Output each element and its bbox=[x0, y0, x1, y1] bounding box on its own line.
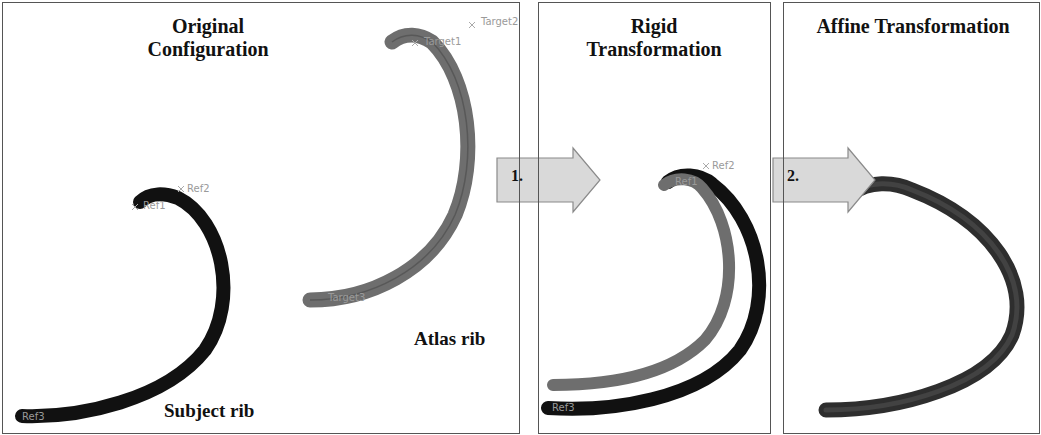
subject-rib bbox=[548, 175, 759, 408]
block-arrow bbox=[497, 148, 600, 212]
panel-title: Rigid Transformation bbox=[579, 15, 729, 61]
landmark-label: Target1 bbox=[424, 36, 461, 47]
registered-rib-shade bbox=[826, 184, 1017, 410]
panel-box: Original Configuration bbox=[2, 2, 520, 434]
rib-name: Atlas rib bbox=[414, 328, 485, 350]
panel-box: Affine Transformation bbox=[783, 2, 1040, 434]
registered-rib bbox=[826, 184, 1017, 410]
panel-box: Rigid Transformation bbox=[538, 2, 771, 434]
landmark-label: Target2 bbox=[481, 16, 518, 27]
step-number: 1. bbox=[511, 167, 523, 185]
landmark-label: Ref3 bbox=[552, 402, 575, 413]
landmark-label: Ref2 bbox=[187, 183, 210, 194]
panel-title: Original Configuration bbox=[133, 15, 283, 61]
atlas-rib-edge bbox=[310, 35, 468, 300]
landmark-label: Ref1 bbox=[143, 200, 166, 211]
landmark-label: Ref1 bbox=[675, 176, 698, 187]
rib-name: Subject rib bbox=[164, 400, 254, 422]
panel-title: Affine Transformation bbox=[788, 15, 1038, 38]
atlas-rib bbox=[553, 179, 729, 385]
block-arrow bbox=[773, 148, 875, 212]
landmark-label: Ref3 bbox=[22, 411, 45, 422]
step-number: 2. bbox=[787, 167, 799, 185]
atlas-rib bbox=[310, 35, 468, 300]
landmark-label: Ref2 bbox=[712, 160, 735, 171]
subject-rib bbox=[22, 194, 223, 416]
landmark-label: Target3 bbox=[328, 292, 365, 303]
